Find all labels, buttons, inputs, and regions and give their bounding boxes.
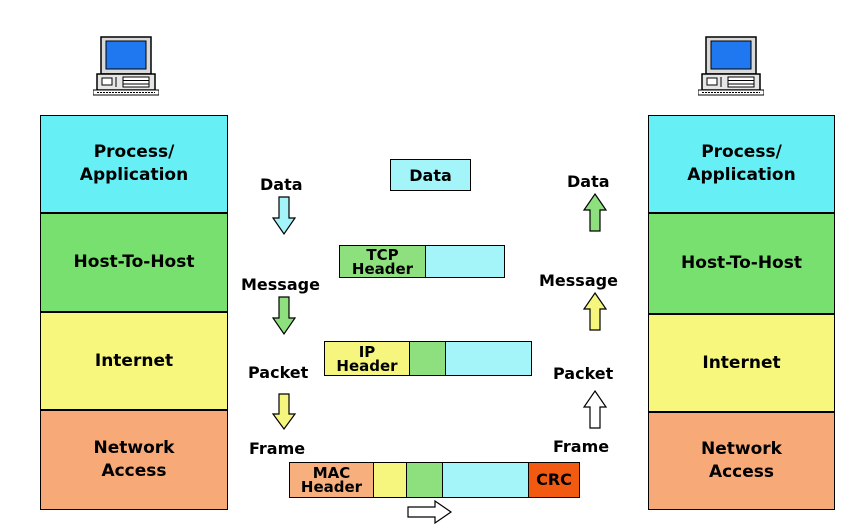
ip-tcp-header-field: [410, 342, 446, 375]
tcp-segment: TCP Header: [339, 245, 505, 278]
ip-header-field: IP Header: [325, 342, 410, 375]
frame-tcp-header-field: [407, 463, 443, 497]
right-message-label: Message: [539, 271, 618, 290]
left-message-label: Message: [241, 275, 320, 294]
left-frame-label: Frame: [249, 439, 306, 458]
right-frame-label: Frame: [553, 437, 610, 456]
crc-field: CRC: [529, 463, 579, 497]
tcp-data-field: [426, 246, 504, 277]
right-host-to-host-layer: Host-To-Host: [648, 213, 835, 314]
up-arrow-icon: [582, 291, 608, 331]
left-internet-layer: Internet: [40, 312, 228, 410]
left-computer-icon: [93, 36, 159, 96]
right-data-label: Data: [567, 172, 610, 191]
right-arrow-icon: [407, 499, 453, 525]
mac-frame: MAC Header CRC: [289, 462, 580, 498]
left-packet-label: Packet: [248, 363, 309, 382]
right-computer-icon: [698, 36, 764, 96]
tcp-header-field: TCP Header: [340, 246, 426, 277]
left-network-access-layer: Network Access: [40, 410, 228, 510]
right-process-application-layer: Process/ Application: [648, 115, 835, 213]
frame-ip-header-field: [374, 463, 407, 497]
left-process-application-layer: Process/ Application: [40, 115, 228, 213]
left-data-label: Data: [260, 175, 303, 194]
down-arrow-icon: [271, 393, 297, 431]
ip-data-field: [446, 342, 531, 375]
up-arrow-icon: [582, 389, 608, 429]
right-internet-layer: Internet: [648, 314, 835, 412]
data-box: Data: [390, 159, 471, 191]
up-arrow-icon: [582, 192, 608, 232]
right-packet-label: Packet: [553, 364, 614, 383]
left-host-to-host-layer: Host-To-Host: [40, 213, 228, 312]
mac-header-field: MAC Header: [290, 463, 374, 497]
right-network-access-layer: Network Access: [648, 412, 835, 510]
down-arrow-icon: [271, 296, 297, 336]
frame-data-field: [443, 463, 529, 497]
down-arrow-icon: [271, 196, 297, 236]
ip-packet: IP Header: [324, 341, 532, 376]
